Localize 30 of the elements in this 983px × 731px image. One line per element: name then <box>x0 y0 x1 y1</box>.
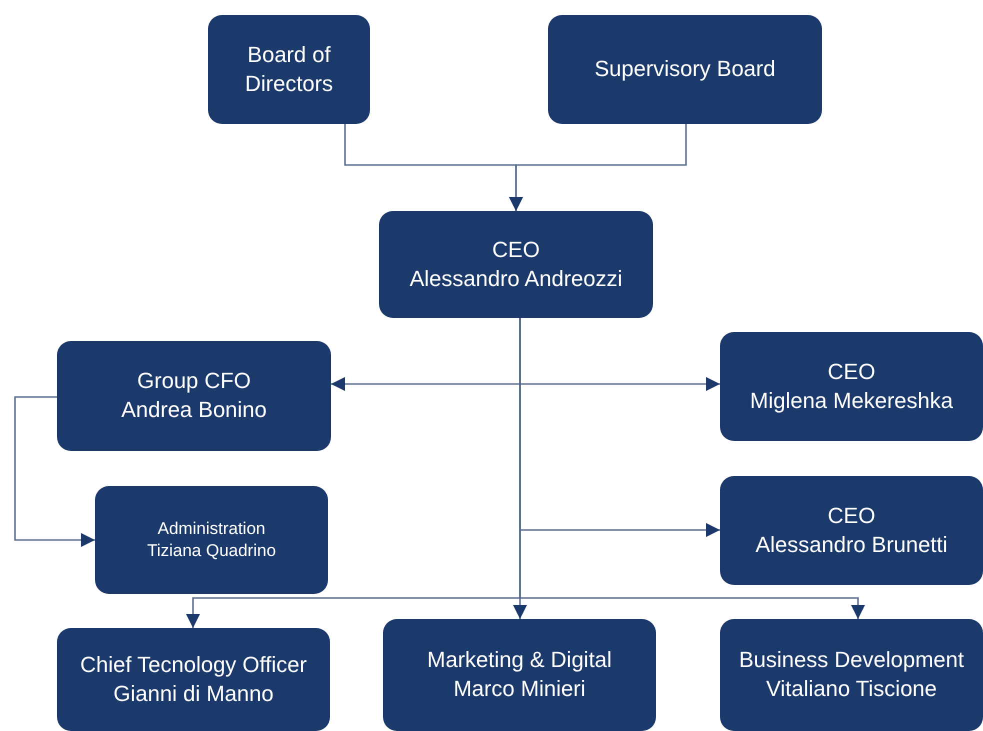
connector-arrow <box>509 124 687 211</box>
org-box <box>548 15 822 124</box>
person-name: Andrea Bonino <box>121 396 267 424</box>
person-name: Vitaliano Tiscione <box>766 675 937 703</box>
person-name: Alessandro Andreozzi <box>410 264 622 292</box>
role-title: CEO <box>492 236 540 264</box>
org-box <box>57 628 330 731</box>
org-box <box>720 332 983 441</box>
connector-arrow <box>14 396 95 547</box>
role-title: CEO <box>828 502 876 530</box>
person-name: Tiziana Quadrino <box>147 540 276 562</box>
org-box <box>720 619 983 731</box>
role-title: Marketing & Digital <box>427 646 612 674</box>
unit-name: Board of Directors <box>244 40 334 98</box>
person-name: Alessandro Brunetti <box>756 530 948 558</box>
org-box <box>379 211 653 318</box>
org-box <box>720 476 983 585</box>
unit-name: Supervisory Board <box>594 55 776 84</box>
org-box <box>208 15 370 124</box>
org-box <box>95 486 328 594</box>
person-name: Marco Minieri <box>453 675 586 703</box>
org-box <box>57 341 331 451</box>
org-box <box>383 619 656 731</box>
role-title: Business Development <box>738 646 964 674</box>
role-title: CEO <box>828 358 876 386</box>
role-title: Administration <box>158 518 266 540</box>
person-name: Gianni di Manno <box>113 680 274 708</box>
role-title: Group CFO <box>137 367 251 396</box>
person-name: Miglena Mekereshka <box>750 386 953 415</box>
role-title: Chief Tecnology Officer <box>80 650 307 679</box>
